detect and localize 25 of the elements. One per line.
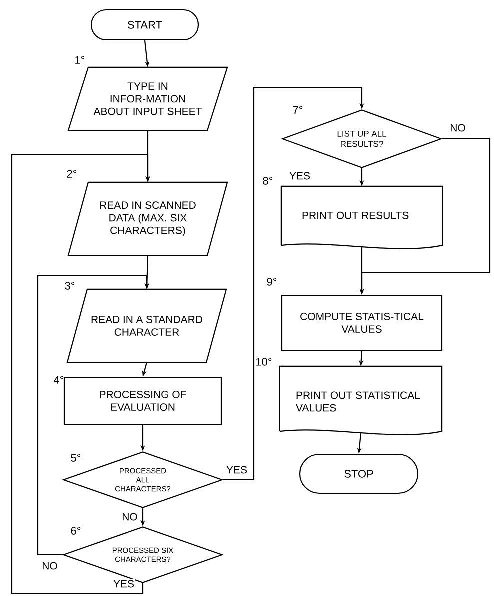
step-number: 1°	[76, 56, 85, 64]
edge-label: YES	[112, 579, 136, 589]
edge-label: YES	[226, 465, 248, 475]
document-shape: PRINT OUT RESULTS	[280, 186, 444, 250]
step-number: 2°	[67, 170, 77, 178]
step-number: 4°	[54, 376, 64, 384]
arrow	[223, 87, 364, 481]
step-number: 3°	[65, 282, 75, 290]
process-box: PROCESSING OF EVALUATION	[64, 376, 222, 426]
process-box: COMPUTE STATIS-TICAL VALUES	[281, 294, 443, 352]
input-parallelogram: READ IN SCANNED DATA (MAX. SIX CHARACTERS)	[68, 182, 228, 256]
input-parallelogram: READ IN A STANDARD CHARACTER	[66, 288, 228, 364]
document-shape: PRINT OUT STATISTICAL VALUES	[279, 366, 443, 436]
edge-label: NO	[41, 561, 59, 571]
step-number: 10°	[256, 358, 272, 366]
arrow	[11, 154, 150, 595]
input-parallelogram: TYPE IN INFOR-MATION ABOUT INPUT SHEET	[68, 66, 228, 132]
arrow	[37, 275, 150, 556]
step-number: 5°	[71, 454, 81, 462]
edge-label: NO	[449, 123, 467, 133]
step-number: 8°	[263, 177, 273, 185]
step-number: 9°	[267, 278, 277, 286]
edge-label: YES	[288, 171, 312, 181]
step-number: 6°	[71, 527, 81, 535]
edge-label: NO	[121, 512, 139, 522]
